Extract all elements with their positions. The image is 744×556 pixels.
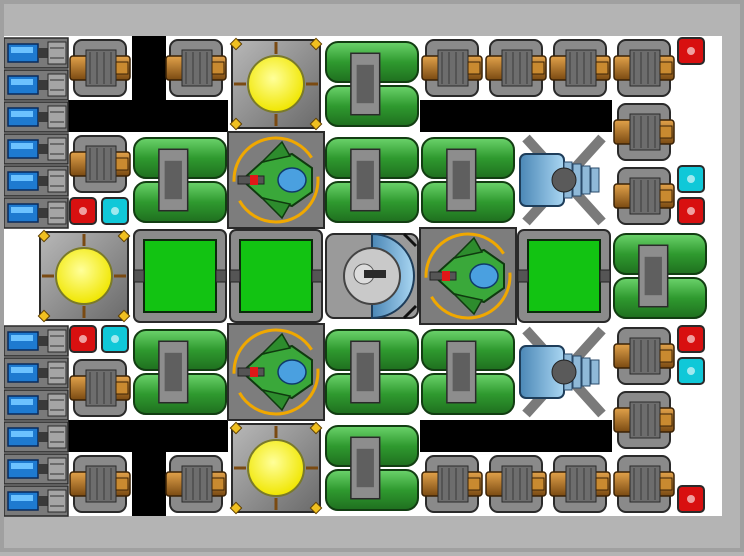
thruster-module[interactable] (165, 455, 227, 513)
red-indicator[interactable] (677, 325, 705, 353)
red-indicator[interactable] (677, 37, 705, 65)
weapon-battery-cell[interactable] (3, 421, 69, 453)
cyan-indicator[interactable] (101, 325, 129, 353)
thruster-module[interactable] (613, 455, 675, 513)
weapon-battery-cell[interactable] (3, 389, 69, 421)
fuel-tank-module[interactable] (421, 329, 515, 415)
void-gap (68, 100, 228, 132)
command-pod[interactable] (325, 232, 419, 320)
thruster-module[interactable] (485, 39, 547, 97)
cyan-indicator[interactable] (677, 357, 705, 385)
fuel-tank-module[interactable] (325, 425, 419, 511)
thruster-module[interactable] (69, 39, 131, 97)
weapon-battery-cell[interactable] (3, 69, 69, 101)
fuel-tank-module[interactable] (325, 41, 419, 127)
fuel-tank-module[interactable] (421, 137, 515, 223)
weapon-battery-cell[interactable] (3, 101, 69, 133)
red-indicator[interactable] (69, 325, 97, 353)
ion-engine[interactable] (519, 134, 606, 226)
thruster-module[interactable] (613, 327, 675, 385)
reactor-core[interactable] (229, 37, 323, 131)
weapon-battery-cell[interactable] (3, 485, 69, 517)
thruster-module[interactable] (549, 39, 611, 97)
thruster-module[interactable] (613, 39, 675, 97)
cyan-indicator[interactable] (677, 165, 705, 193)
thruster-module[interactable] (69, 455, 131, 513)
thruster-module[interactable] (549, 455, 611, 513)
thruster-module[interactable] (165, 39, 227, 97)
weapon-battery-cell[interactable] (3, 37, 69, 69)
thruster-module[interactable] (613, 103, 675, 161)
thruster-module[interactable] (485, 455, 547, 513)
reactor-core[interactable] (37, 229, 131, 323)
fuel-tank-module[interactable] (133, 137, 227, 223)
void-gap (132, 452, 166, 516)
thruster-module[interactable] (613, 167, 675, 225)
void-gap (68, 420, 228, 452)
cargo-bay[interactable] (229, 229, 323, 323)
thruster-module[interactable] (69, 359, 131, 417)
ship-floor-right (678, 36, 722, 516)
weapon-battery-cell[interactable] (3, 453, 69, 485)
ion-engine[interactable] (519, 326, 606, 418)
cargo-bay[interactable] (133, 229, 227, 323)
fuel-tank-module[interactable] (325, 137, 419, 223)
red-indicator[interactable] (69, 197, 97, 225)
red-indicator[interactable] (677, 485, 705, 513)
thruster-module[interactable] (421, 39, 483, 97)
weapon-battery-cell[interactable] (3, 165, 69, 197)
fighter-bay[interactable] (227, 131, 325, 229)
fuel-tank-module[interactable] (325, 329, 419, 415)
void-gap (132, 36, 166, 100)
cargo-bay[interactable] (517, 229, 611, 323)
thruster-module[interactable] (69, 135, 131, 193)
void-gap (420, 420, 612, 452)
reactor-core[interactable] (229, 421, 323, 515)
fuel-tank-module[interactable] (613, 233, 707, 319)
thruster-module[interactable] (421, 455, 483, 513)
void-gap (420, 100, 612, 132)
weapon-battery-cell[interactable] (3, 197, 69, 229)
fighter-bay[interactable] (419, 227, 517, 325)
thruster-module[interactable] (613, 391, 675, 449)
weapon-battery-cell[interactable] (3, 133, 69, 165)
fuel-tank-module[interactable] (133, 329, 227, 415)
red-indicator[interactable] (677, 197, 705, 225)
cyan-indicator[interactable] (101, 197, 129, 225)
weapon-battery-cell[interactable] (3, 357, 69, 389)
weapon-battery-cell[interactable] (3, 325, 69, 357)
fighter-bay[interactable] (227, 323, 325, 421)
